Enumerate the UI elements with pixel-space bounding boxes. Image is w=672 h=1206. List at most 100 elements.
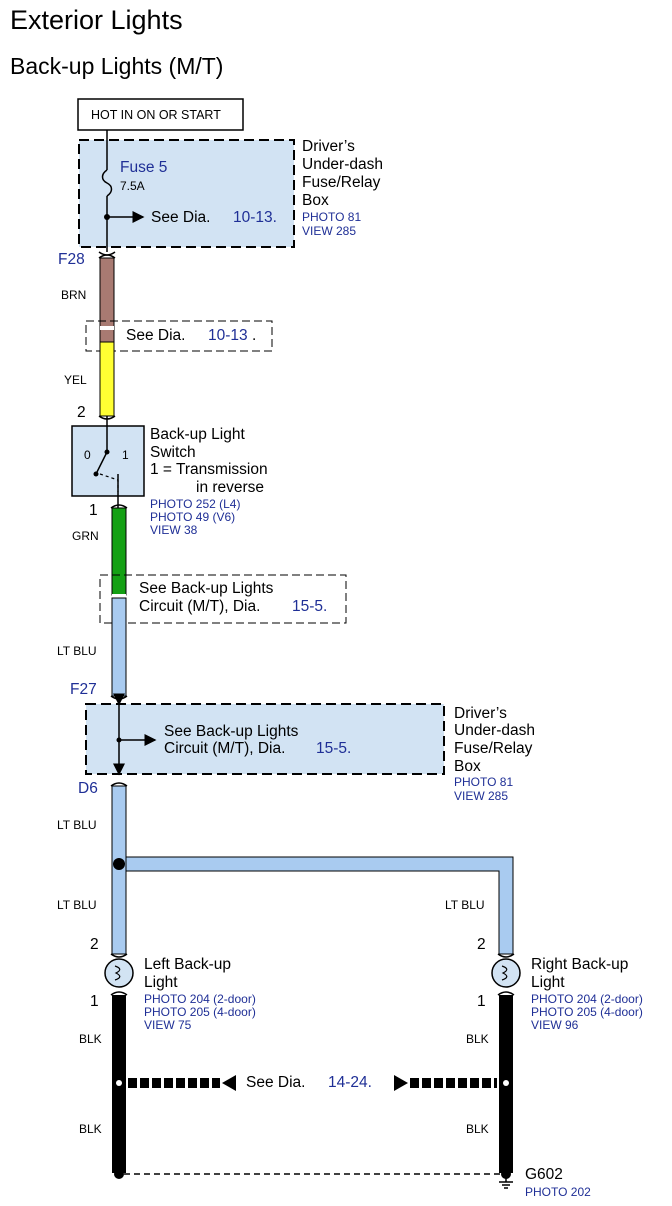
- ground-name: G602: [525, 1166, 563, 1183]
- right-light-bulb: [491, 958, 521, 988]
- switch-photo-1: PHOTO 252 (L4): [150, 497, 241, 511]
- fuse-box-top-name-1: Driver’s: [302, 138, 355, 155]
- left-light-filament: [114, 965, 121, 981]
- switch-pos-0: 0: [84, 448, 91, 462]
- switch-pos-1: 1: [122, 448, 129, 462]
- fuse-box-top-view: VIEW 285: [302, 224, 357, 238]
- switch-name-1: Back-up Light: [150, 426, 245, 443]
- wire-label-blk-l2: BLK: [79, 1122, 102, 1136]
- fuse-box-bottom-name-1: Driver’s: [454, 705, 507, 722]
- ground-link-see: See Dia.: [246, 1074, 306, 1091]
- ground-link-node-left-inner: [116, 1080, 122, 1086]
- hot-label-box: [77, 98, 244, 131]
- fuse-rating: 7.5A: [120, 179, 145, 193]
- wire-label-blk-r1: BLK: [466, 1032, 489, 1046]
- fuse-box-top-see: See Dia.: [151, 209, 211, 226]
- switch-pin-bottom: 1: [89, 502, 98, 519]
- connector-f28: F28: [58, 251, 85, 268]
- fuse-box-bottom-name-3: Fuse/Relay: [454, 740, 533, 757]
- fuse-box-top: [78, 139, 295, 248]
- fuse-symbol: [101, 169, 113, 197]
- ground-link-right-arrow: [394, 1075, 408, 1091]
- switch-bottom-arc: [110, 504, 128, 509]
- left-light-bulb: [104, 958, 134, 988]
- splice-1-gap: [100, 326, 114, 330]
- right-light-pin-top: 2: [477, 936, 486, 953]
- ground-link-ref: 14-24.: [328, 1074, 372, 1091]
- wire-yel: [99, 341, 115, 417]
- switch-pin-top: 2: [77, 404, 86, 421]
- connector-d6: D6: [78, 780, 98, 797]
- ground-photo: PHOTO 202: [525, 1185, 591, 1199]
- wire-label-yel: YEL: [64, 373, 87, 387]
- fuse-box-bottom-view: VIEW 285: [454, 789, 509, 803]
- splice-2-box: [99, 574, 347, 624]
- wire-label-ltblu-left: LT BLU: [57, 898, 97, 912]
- ground-link-node-right-inner: [503, 1080, 509, 1086]
- hot-label: HOT IN ON OR START: [91, 108, 221, 122]
- left-light-pin-bottom: 1: [90, 993, 99, 1010]
- fuse-box-top-name-2: Under-dash: [302, 156, 383, 173]
- switch-lever: [95, 451, 108, 475]
- right-light-name-2: Light: [531, 974, 565, 991]
- switch-contact-0: [93, 471, 99, 477]
- fuse-box-bottom-line2: Circuit (M/T), Dia.: [164, 740, 286, 757]
- right-light-filament: [501, 965, 508, 981]
- page-subtitle: Back-up Lights (M/T): [10, 53, 224, 79]
- switch-pivot: [104, 449, 110, 455]
- left-light-photo-1: PHOTO 204 (2-door): [144, 992, 256, 1006]
- connector-f28-arc-lower: [98, 254, 116, 259]
- fuse-box-bottom-ref: 15-5.: [316, 740, 352, 757]
- splice-1-see: See Dia.: [126, 327, 186, 344]
- wire-label-brn: BRN: [61, 288, 87, 302]
- splice-1-ref: 10-13: [208, 327, 248, 344]
- switch-name-3: 1 = Transmission: [150, 461, 268, 478]
- left-light-name-2: Light: [144, 974, 178, 991]
- connector-d6-arc: [110, 782, 128, 787]
- wire-grn: [111, 507, 127, 596]
- splice-1-dot: .: [252, 327, 257, 344]
- splice-node-ltblu: [113, 858, 125, 870]
- wire-label-ltblu-1: LT BLU: [57, 644, 97, 658]
- splice-2-ref: 15-5.: [292, 598, 328, 615]
- right-light-photo-2: PHOTO 205 (4-door): [531, 1005, 643, 1019]
- right-light-photo-1: PHOTO 204 (2-door): [531, 992, 643, 1006]
- left-light-bottom-arc: [110, 991, 128, 996]
- splice-2-gap: [112, 594, 126, 598]
- right-light-top-arc: [497, 953, 515, 958]
- right-light-name-1: Right Back-up: [531, 956, 629, 973]
- wire-label-grn: GRN: [72, 529, 99, 543]
- wire-ltblu-1: [111, 597, 127, 697]
- fuse-box-bottom-photo: PHOTO 81: [454, 775, 514, 789]
- fuse-box-top-name-4: Box: [302, 192, 329, 209]
- ground-node-left: [114, 1169, 124, 1179]
- connector-f27: F27: [70, 681, 97, 698]
- splice-2-line1: See Back-up Lights: [139, 580, 274, 597]
- switch-name-4: in reverse: [196, 479, 265, 496]
- wire-label-blk-r2: BLK: [466, 1122, 489, 1136]
- fuse-box-top-ref: 10-13.: [233, 209, 277, 226]
- switch-view: VIEW 38: [150, 523, 198, 537]
- left-light-pin-top: 2: [90, 936, 99, 953]
- switch-photo-2: PHOTO 49 (V6): [150, 510, 236, 524]
- left-light-name-1: Left Back-up: [144, 956, 232, 973]
- fuse-box-bottom-name-4: Box: [454, 758, 481, 775]
- wire-label-ltblu-2: LT BLU: [57, 818, 97, 832]
- left-light-view: VIEW 75: [144, 1018, 192, 1032]
- right-light-view: VIEW 96: [531, 1018, 579, 1032]
- right-light-bottom-arc: [497, 991, 515, 996]
- page-title: Exterior Lights: [10, 5, 183, 35]
- fuse-name: Fuse 5: [120, 159, 168, 176]
- ground-link-left-arrow: [222, 1075, 236, 1091]
- wire-label-ltblu-right: LT BLU: [445, 898, 485, 912]
- fuse-box-bottom-name-2: Under-dash: [454, 722, 535, 739]
- fuse-box-top-name-3: Fuse/Relay: [302, 174, 381, 191]
- switch-name-2: Switch: [150, 444, 196, 461]
- switch-box: [71, 425, 145, 497]
- right-light-pin-bottom: 1: [477, 993, 486, 1010]
- left-light-top-arc: [110, 953, 128, 958]
- left-light-photo-2: PHOTO 205 (4-door): [144, 1005, 256, 1019]
- fuse-box-top-photo: PHOTO 81: [302, 210, 362, 224]
- fuse-box-bottom-line1: See Back-up Lights: [164, 723, 299, 740]
